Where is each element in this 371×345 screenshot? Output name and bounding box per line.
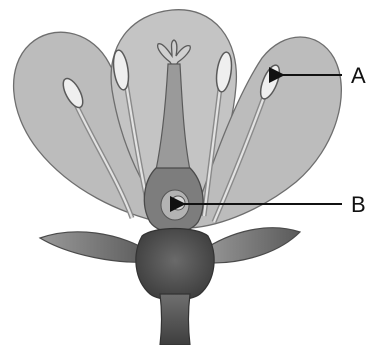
ovule — [171, 196, 185, 210]
label-b: B — [351, 192, 366, 217]
pedicel — [160, 294, 190, 345]
sepal-right — [200, 228, 300, 263]
label-a: A — [351, 63, 366, 88]
receptacle — [136, 229, 214, 301]
sepal-left — [40, 232, 150, 262]
stalk — [136, 229, 214, 345]
